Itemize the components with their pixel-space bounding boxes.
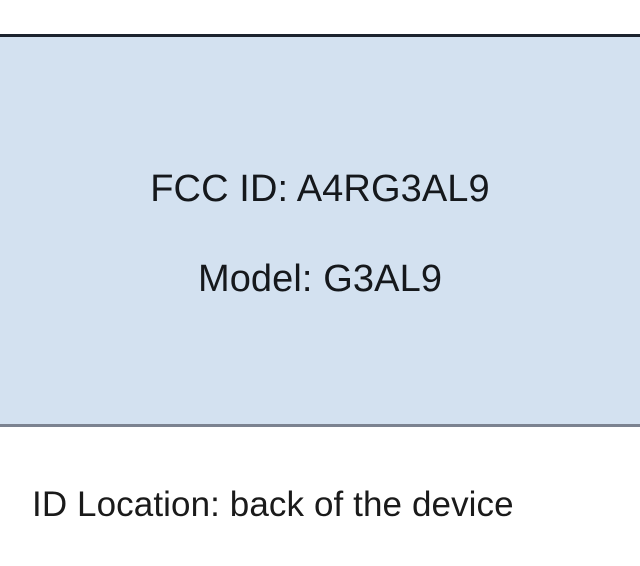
device-label-artwork: FCC ID: A4RG3AL9 Model: G3AL9: [0, 34, 640, 427]
label-caption-area: ID Location: back of the device: [0, 427, 640, 566]
top-margin-spacer: [0, 0, 640, 34]
device-label-content: FCC ID: A4RG3AL9 Model: G3AL9: [0, 37, 640, 424]
fcc-id-line: FCC ID: A4RG3AL9: [150, 168, 490, 210]
model-line: Model: G3AL9: [197, 258, 443, 300]
id-location-caption: ID Location: back of the device: [32, 485, 514, 524]
